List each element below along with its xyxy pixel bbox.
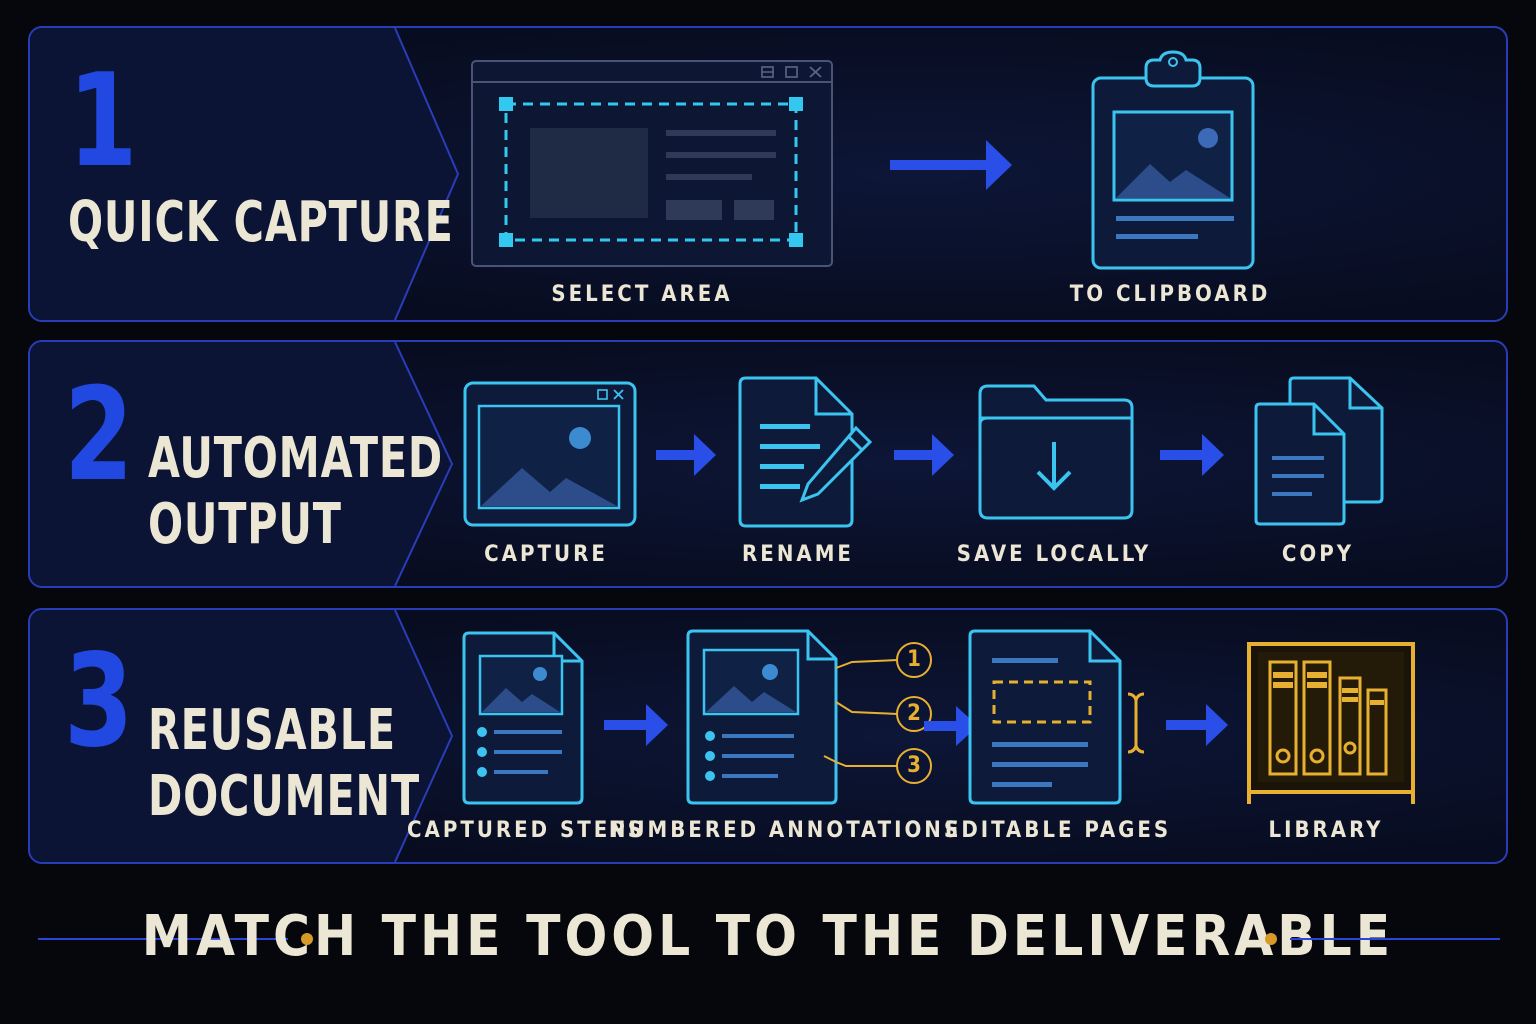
step-item-label: EDITABLE PAGES	[944, 818, 1172, 843]
footer-dot-right	[1265, 933, 1277, 945]
step-panel-reusable-document: 3 REUSABLE DOCUMENT CAPTURED STEPS	[28, 608, 1508, 864]
arrow-right-icon	[894, 434, 954, 476]
step-panel-automated-output: 2 AUTOMATED OUTPUT CAPTURE RENAME	[28, 340, 1508, 588]
arrow-right-icon	[890, 140, 1012, 190]
step-item-label: NUMBERED ANNOTATIONS	[608, 818, 962, 843]
clipboard-icon	[1091, 50, 1255, 270]
editable-page-icon	[968, 629, 1145, 805]
arrow-right-icon	[924, 706, 978, 746]
step-item-label: CAPTURE	[484, 542, 608, 567]
step-item-label: SAVE LOCALLY	[956, 542, 1152, 567]
arrow-right-icon	[1166, 704, 1228, 746]
step-item-label: CAPTURED STEPS	[406, 818, 646, 843]
footer-dot-left	[301, 933, 313, 945]
annotation-marker: 2	[896, 696, 932, 732]
step-item-label: SELECT AREA	[551, 282, 733, 307]
step-title: QUICK CAPTURE	[68, 190, 454, 255]
annotation-callouts	[823, 659, 899, 767]
arrow-right-icon	[604, 704, 668, 746]
step-item-label: TO CLIPBOARD	[1069, 282, 1271, 307]
footer-divider-right	[1290, 938, 1500, 940]
step-number: 1	[68, 47, 137, 196]
footer-divider-left	[38, 938, 288, 940]
arrow-right-icon	[656, 434, 716, 476]
annotation-marker: 3	[896, 748, 932, 784]
annotation-marker: 1	[896, 642, 932, 678]
step-number: 3	[64, 627, 133, 776]
library-icon	[1247, 642, 1415, 804]
step-title: AUTOMATED OUTPUT	[148, 426, 444, 558]
step-number: 2	[64, 361, 133, 510]
arrow-right-icon	[1160, 434, 1224, 476]
image-window-icon	[463, 381, 637, 527]
captured-steps-icon	[462, 631, 584, 805]
step-panel-quick-capture: 1 QUICK CAPTURE SELECT AREA T	[28, 26, 1508, 322]
footer-title: MATCH THE TOOL TO THE DELIVERABLE	[141, 904, 1395, 969]
step-item-label: COPY	[1281, 542, 1355, 567]
step-item-label: RENAME	[742, 542, 854, 567]
copy-documents-icon	[1254, 376, 1384, 526]
select-area-icon	[471, 60, 833, 267]
folder-download-icon	[978, 384, 1134, 520]
annotated-document-icon	[686, 629, 838, 805]
rename-document-icon	[738, 376, 873, 528]
step-item-label: LIBRARY	[1268, 818, 1384, 843]
step-title: REUSABLE DOCUMENT	[148, 698, 420, 830]
